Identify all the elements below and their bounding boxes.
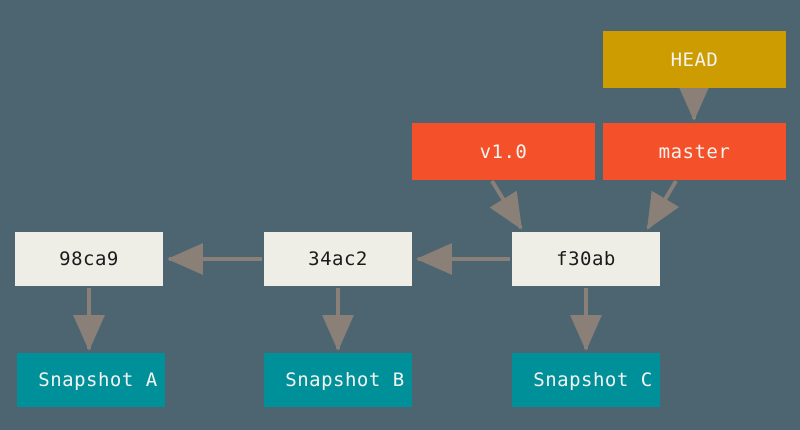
node-snapshot-a-label: Snapshot A (38, 369, 158, 391)
node-snapshot-b-label: Snapshot B (285, 369, 405, 391)
node-head[interactable]: HEAD (603, 31, 786, 88)
node-commit-98ca9[interactable]: 98ca9 (15, 232, 163, 286)
edge-v1-to-f30ab (489, 179, 523, 230)
node-head-label: HEAD (670, 48, 719, 71)
node-commit-34ac2[interactable]: 34ac2 (264, 232, 412, 286)
node-commit-f30ab[interactable]: f30ab (512, 232, 660, 286)
edge-master-to-f30ab (646, 179, 680, 230)
node-snapshot-a[interactable]: Snapshot A (17, 353, 165, 407)
node-snapshot-c[interactable]: Snapshot C (512, 353, 660, 407)
node-commit-f30ab-label: f30ab (556, 248, 616, 270)
node-snapshot-b[interactable]: Snapshot B (264, 353, 412, 407)
node-commit-34ac2-label: 34ac2 (308, 248, 368, 270)
node-tag-v1-0[interactable]: v1.0 (412, 123, 595, 180)
node-branch-master-label: master (658, 140, 731, 163)
node-snapshot-c-label: Snapshot C (533, 369, 653, 391)
node-branch-master[interactable]: master (603, 123, 786, 180)
node-commit-98ca9-label: 98ca9 (59, 248, 119, 270)
node-tag-v1-0-label: v1.0 (479, 140, 528, 163)
